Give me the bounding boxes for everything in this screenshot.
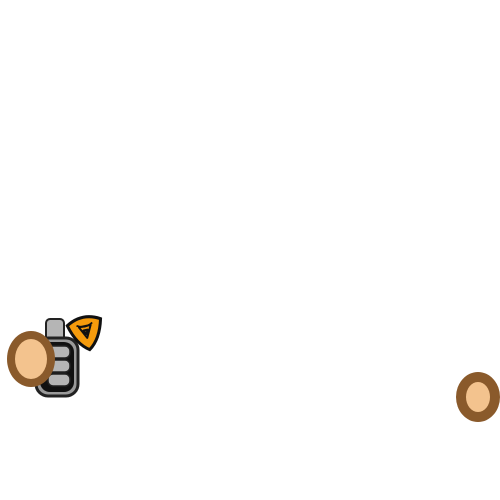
- player-body-segment: [47, 373, 71, 387]
- guitar-pick-badge-icon: [65, 315, 103, 352]
- player-character: [7, 315, 103, 398]
- badge-emblem-stroke: [76, 321, 93, 328]
- enemy-character: [456, 372, 500, 422]
- enemy-head-icon: [466, 382, 490, 412]
- player-head-icon: [15, 339, 47, 379]
